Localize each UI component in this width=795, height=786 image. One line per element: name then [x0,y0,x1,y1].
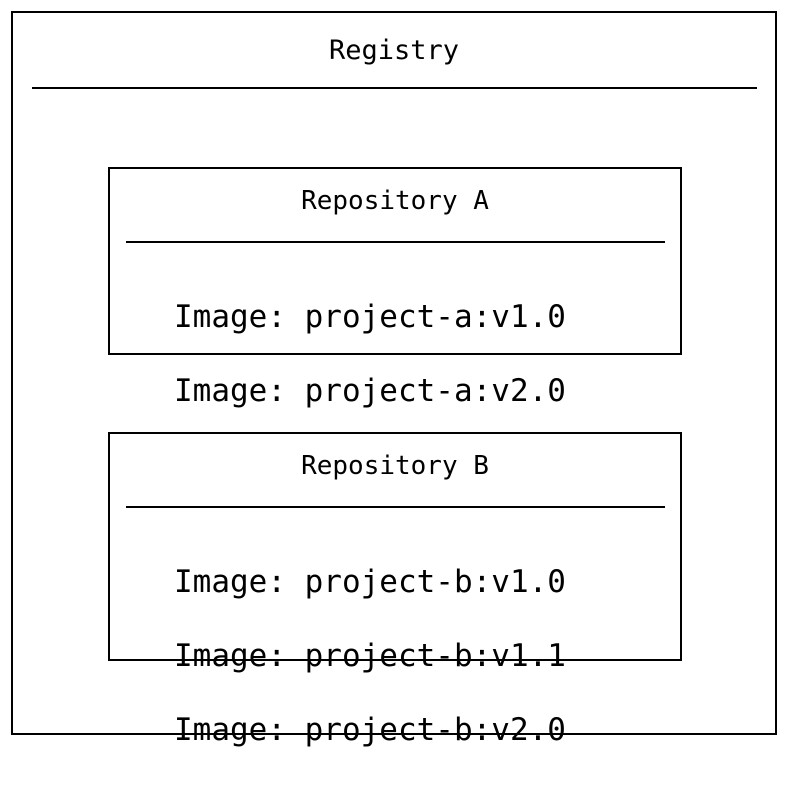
repository-a-title: Repository A [301,186,489,216]
repository-b-image-item: Image: project-b:v1.0 [174,564,566,600]
repository-b-divider [126,506,665,508]
registry-container: Registry Repository A Image: project-a:v… [11,11,777,748]
repository-b-image-item: Image: project-b:v1.1 [174,638,566,674]
repository-card-a: Repository A Image: project-a:v1.0 Image… [108,167,682,409]
repository-b-title: Repository B [301,451,489,481]
repository-a-divider [126,241,665,243]
repository-a-image-item: Image: project-a:v1.0 [174,299,566,335]
repository-b-image-list: Image: project-b:v1.0 Image: project-b:v… [174,526,566,786]
repository-b-image-item: Image: project-b:v2.0 [174,712,566,748]
repository-a-image-list: Image: project-a:v1.0 Image: project-a:v… [174,261,566,447]
registry-title-divider [32,87,757,89]
repository-a-image-item: Image: project-a:v2.0 [174,373,566,409]
registry-title: Registry [328,35,460,66]
repository-card-b: Repository B Image: project-b:v1.0 Image… [108,432,682,748]
